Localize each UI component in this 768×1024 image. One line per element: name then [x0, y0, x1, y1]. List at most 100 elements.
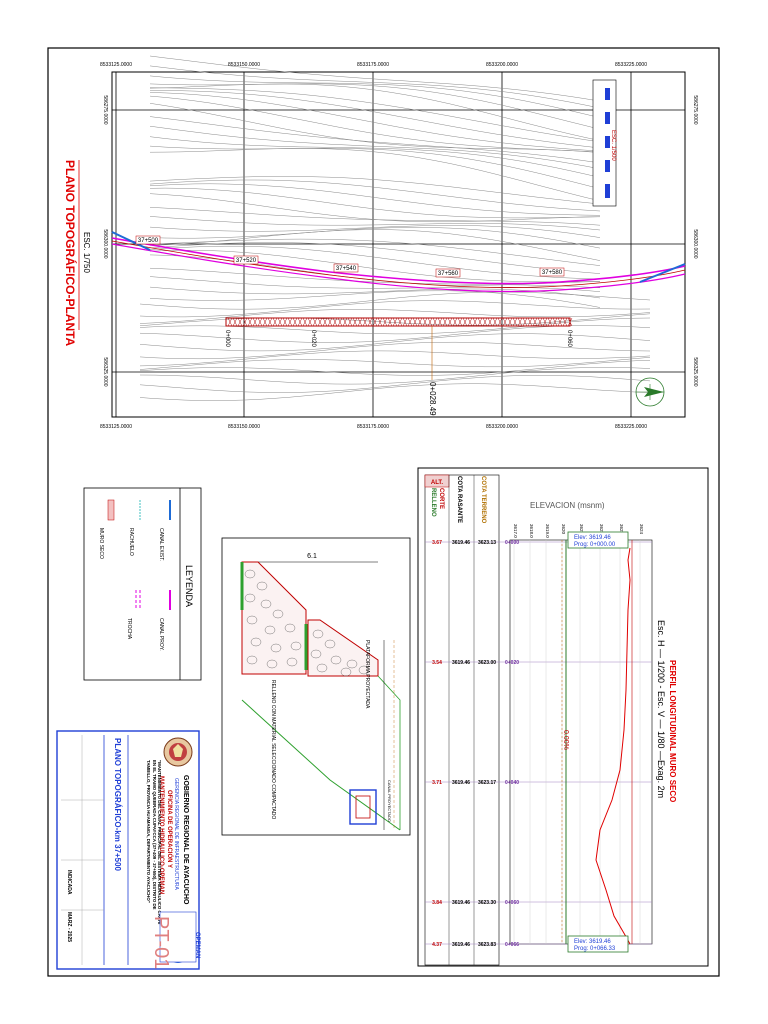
contour-line — [149, 55, 601, 102]
coord-right: 586325.0000 — [692, 357, 698, 386]
svg-text:Elev: 3619.46: Elev: 3619.46 — [574, 939, 611, 945]
gerencia: GERENCIA REGIONAL DE INFRAESTRUCTURA — [173, 778, 179, 890]
stone — [256, 581, 268, 591]
contour-line — [139, 360, 651, 376]
contour-line — [149, 229, 601, 261]
oficina: OFICINA DE OPERACIÓN Y — [166, 790, 174, 868]
alt-value: 3.54 — [432, 660, 442, 666]
contour-line — [149, 87, 601, 143]
row-label-corte: CORTE — [438, 488, 444, 509]
terreno-value: 3623.30 — [478, 900, 496, 906]
contour-line — [149, 145, 601, 190]
stone — [244, 593, 256, 603]
stone-fill — [244, 569, 370, 677]
legend-title: LEYENDA — [184, 565, 194, 607]
canal-proyectado — [111, 237, 686, 293]
coord-right: 586300.0000 — [692, 229, 698, 258]
contour-line — [149, 290, 601, 308]
terreno-value: 3623.17 — [478, 780, 496, 786]
scale-value: INDICADA — [66, 870, 72, 895]
end-box: Elev: 3619.46 Prog: 0+066.33 — [567, 935, 629, 953]
alt-value: 3.67 — [432, 540, 442, 546]
contour-line — [149, 183, 601, 216]
rasante-value: 3619.46 — [452, 540, 470, 546]
contour-line — [139, 309, 651, 324]
contour-line — [149, 254, 601, 286]
section-note: CANAL PROYECTADO — [387, 780, 392, 822]
contour-line — [139, 291, 651, 310]
row-label-relleno: RELLENO — [430, 488, 436, 517]
mantenimiento: MANTENIMIENTO HIDRAULICO-OPEMAN — [158, 776, 164, 894]
wall-callout: 0+028.49 — [428, 382, 437, 416]
station-label: 0+066 — [505, 942, 519, 948]
stone — [310, 649, 322, 659]
station-label: 0+020 — [505, 660, 519, 666]
terreno-value: 3623.13 — [478, 540, 496, 546]
profile-grid — [425, 541, 652, 945]
station-label: 0+060 — [505, 900, 519, 906]
section-note: PLATAFORMA PROYECTADA — [364, 640, 370, 709]
rasante-value: 3619.46 — [452, 900, 470, 906]
section-width: 6.1 — [307, 553, 317, 560]
contour-line — [149, 176, 601, 205]
stone — [244, 569, 256, 579]
stone — [272, 609, 284, 619]
svg-text:Prog: 0+066.33: Prog: 0+066.33 — [574, 946, 616, 952]
elevation-tick: 3624 — [639, 524, 644, 535]
stone — [284, 623, 296, 633]
coord-top: 8533175.0000 — [357, 62, 389, 68]
profile: ALT. CORTE RELLENO COTA RASANTE COTA TER… — [417, 467, 709, 967]
stone — [250, 637, 262, 647]
north-arrow-icon — [635, 377, 665, 407]
alt-value: 3.84 — [432, 900, 442, 906]
bar-scale: ESC. 1/500 — [592, 79, 617, 207]
ayacucho-logo-icon — [163, 737, 193, 767]
stone — [266, 659, 278, 669]
coord-top: 8533200.0000 — [486, 62, 518, 68]
row-label-alt: ALT. — [431, 480, 444, 486]
contour-line — [149, 227, 601, 249]
plan-view: 37+500 37+520 37+540 37+560 37+580 0+000… — [63, 55, 698, 430]
contour-line — [139, 367, 651, 385]
coord-bottom: 8533150.0000 — [228, 424, 260, 430]
contour-line — [149, 90, 601, 149]
station-label: 0+040 — [505, 780, 519, 786]
legend-item: RACHUELO — [128, 528, 134, 556]
chainage-label: 37+500 — [138, 238, 159, 244]
contour-line — [139, 383, 651, 401]
elevation-tick: 3617.0 — [513, 524, 518, 538]
org-name: GOBIERNO REGIONAL DE AYACUCHO — [182, 775, 189, 905]
elevation-tick: 3621 — [579, 524, 584, 535]
elevation-tick: 3623 — [619, 524, 624, 535]
contour-line — [149, 245, 601, 280]
stone — [324, 639, 336, 649]
contour-line — [149, 103, 601, 153]
stone — [264, 625, 276, 635]
cross-section: 6.1 RELLENO CON MATERIAL SELECCIONADO CO… — [221, 537, 411, 836]
rasante-value: 3619.46 — [452, 660, 470, 666]
stone — [346, 659, 358, 669]
contour-line — [139, 341, 651, 360]
muro-seco-plan: 0+000 0+020 0+060 0+028.49 — [224, 317, 573, 416]
wall-station: 0+020 — [310, 330, 316, 348]
stone — [340, 667, 352, 677]
sheet-number: PT-01 — [150, 916, 172, 969]
profile-scale: Esc. H — 1/200 - Esc. V — 1/80 —Exag. 2m — [656, 620, 666, 798]
profile-title: PERFIL LONGITUDINAL MURO SECO — [668, 660, 677, 802]
contour-line — [149, 286, 601, 299]
rasante-value: 3619.46 — [452, 942, 470, 948]
contour-line — [149, 179, 601, 212]
row-label-rasante: COTA RASANTE — [456, 476, 462, 523]
coord-bottom: 8533225.0000 — [615, 424, 647, 430]
contour-lines — [139, 55, 651, 401]
chainage-flags: 37+500 37+520 37+540 37+560 37+580 — [135, 235, 565, 278]
bar-scale-label: ESC. 1/500 — [610, 130, 616, 161]
station-label: 0+000 — [505, 540, 519, 546]
alt-value: 3.71 — [432, 780, 442, 786]
plan-name: PLANO TOPOGRÁFICO-km 37+500 — [113, 738, 122, 872]
plan-scale: ESC. 1/750 — [82, 232, 91, 273]
wall-station: 0+060 — [566, 330, 572, 348]
alt-value: 4.37 — [432, 942, 442, 948]
chainage-label: 37+560 — [438, 271, 459, 277]
